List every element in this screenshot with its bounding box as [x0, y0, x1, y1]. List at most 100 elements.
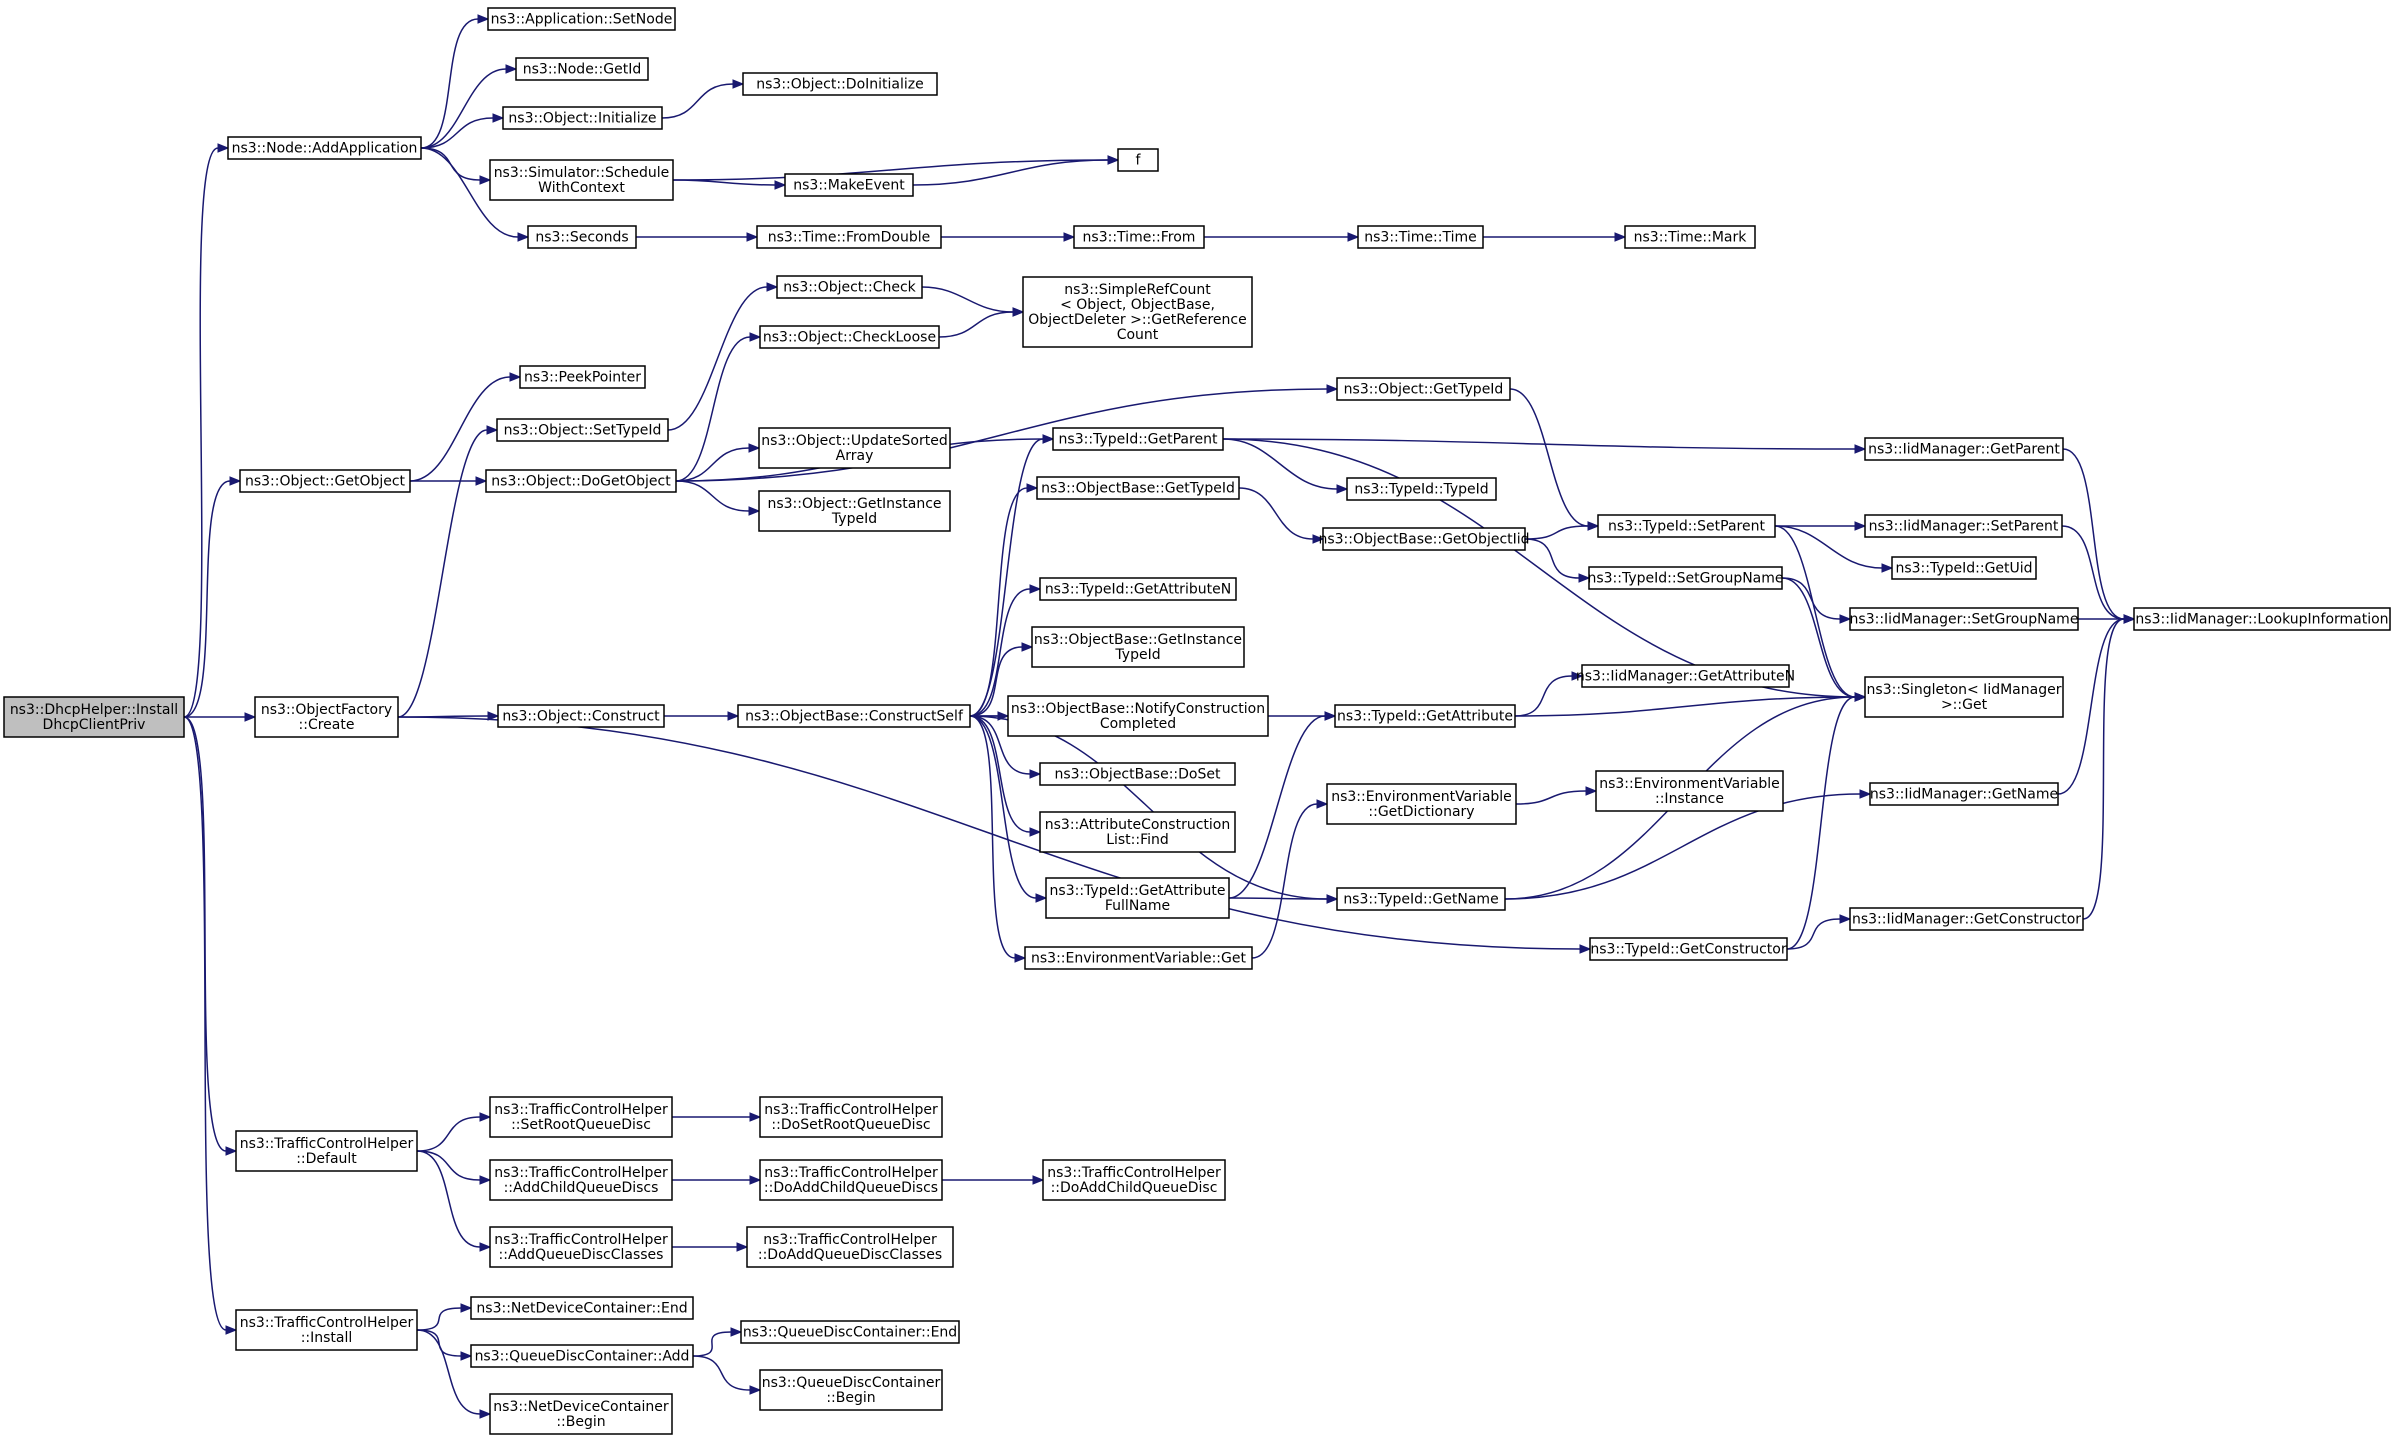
graph-node-timetime[interactable]: ns3::Time::Time	[1357, 225, 1484, 249]
graph-node-obdoset[interactable]: ns3::ObjectBase::DoSet	[1039, 762, 1236, 786]
graph-node-qdcend[interactable]: ns3::QueueDiscContainer::End	[740, 1320, 960, 1344]
graph-node-imgetctor[interactable]: ns3::IidManager::GetConstructor	[1849, 907, 2084, 931]
edge-tidgetctor-to-singleton	[1786, 696, 1856, 950]
graph-node-nodegetid[interactable]: ns3::Node::GetId	[515, 57, 649, 81]
graph-node-ndcbegin[interactable]: ns3::NetDeviceContainer::Begin	[489, 1393, 673, 1435]
arrowhead-tchaddclasses-to-tchdoaddclasses	[736, 1242, 749, 1252]
arrowhead-obgettid-to-obgetobjtid	[1312, 534, 1325, 544]
node-label: ns3::MakeEvent	[793, 178, 905, 194]
arrowhead-obgetobjtid-to-tidsetparent	[1587, 521, 1600, 531]
graph-node-ndcend[interactable]: ns3::NetDeviceContainer::End	[470, 1296, 694, 1320]
arrowhead-makeevent-to-f	[1107, 155, 1120, 165]
graph-node-imsetgroup[interactable]: ns3::IidManager::SetGroupName	[1849, 607, 2079, 631]
node-box	[1336, 887, 1506, 911]
graph-node-objgettid[interactable]: ns3::Object::GetTypeId	[1336, 377, 1511, 401]
graph-node-addapp[interactable]: ns3::Node::AddApplication	[227, 136, 422, 160]
edge-envget-to-envgetdict	[1251, 803, 1318, 959]
node-label: ns3::TypeId::GetUid	[1895, 561, 2032, 577]
graph-node-srcgetref[interactable]: ns3::SimpleRefCount< Object, ObjectBase,…	[1022, 276, 1253, 348]
node-label: ns3::TypeId::GetName	[1343, 892, 1498, 908]
graph-node-tidgetname[interactable]: ns3::TypeId::GetName	[1336, 887, 1506, 911]
graph-node-envinst[interactable]: ns3::EnvironmentVariable::Instance	[1595, 770, 1784, 812]
graph-node-objconstruct[interactable]: ns3::Object::Construct	[497, 704, 665, 728]
edge-tidsetparent-to-tidgetuid	[1774, 525, 1883, 569]
graph-node-tidgetuid[interactable]: ns3::TypeId::GetUid	[1891, 556, 2037, 580]
graph-node-settypeid[interactable]: ns3::Object::SetTypeId	[496, 418, 669, 442]
graph-node-tidgetparent[interactable]: ns3::TypeId::GetParent	[1052, 427, 1224, 451]
node-box	[1864, 676, 2064, 718]
graph-node-ofcreate[interactable]: ns3::ObjectFactory::Create	[254, 696, 399, 738]
graph-node-singleton[interactable]: ns3::Singleton< IidManager>::Get	[1864, 676, 2064, 718]
node-label: Array	[836, 448, 874, 464]
graph-node-timemark[interactable]: ns3::Time::Mark	[1624, 225, 1756, 249]
graph-node-tchaddchild[interactable]: ns3::TrafficControlHelper::AddChildQueue…	[489, 1159, 673, 1201]
graph-node-imgetparent[interactable]: ns3::IidManager::GetParent	[1864, 437, 2064, 461]
edge-imgetctor-to-imlookup	[2082, 618, 2125, 920]
graph-node-tidsetparent[interactable]: ns3::TypeId::SetParent	[1597, 514, 1776, 538]
graph-node-tidsetgroup[interactable]: ns3::TypeId::SetGroupName	[1587, 566, 1784, 590]
arrowhead-tchaddchild-to-tchdoaddchilds	[749, 1175, 762, 1185]
graph-node-objcheck[interactable]: ns3::Object::Check	[776, 275, 923, 299]
edge-tchdefault-to-tchaddchild	[416, 1150, 481, 1181]
graph-node-tchaddclasses[interactable]: ns3::TrafficControlHelper::AddQueueDiscC…	[489, 1226, 673, 1268]
graph-node-tidgetctor[interactable]: ns3::TypeId::GetConstructor	[1589, 937, 1788, 961]
graph-node-fromdouble[interactable]: ns3::Time::FromDouble	[756, 225, 942, 249]
graph-node-peekptr[interactable]: ns3::PeekPointer	[519, 365, 646, 389]
graph-node-obconstructself[interactable]: ns3::ObjectBase::ConstructSelf	[737, 704, 971, 728]
node-label: ::DoSetRootQueueDisc	[771, 1117, 930, 1133]
graph-node-timefrom[interactable]: ns3::Time::From	[1073, 225, 1205, 249]
graph-node-imgetattrn[interactable]: ns3::IidManager::GetAttributeN	[1576, 664, 1795, 688]
graph-node-tchdefault[interactable]: ns3::TrafficControlHelper::Default	[235, 1130, 418, 1172]
graph-node-qdcbegin[interactable]: ns3::QueueDiscContainer::Begin	[759, 1369, 943, 1411]
edge-obconstructself-to-acfind	[969, 715, 1031, 833]
node-box	[235, 1309, 418, 1351]
arrowhead-tidgetattrfull-to-tidgetattr	[1324, 711, 1337, 721]
graph-node-envget[interactable]: ns3::EnvironmentVariable::Get	[1024, 946, 1253, 970]
arrowhead-addapp-to-objinit	[492, 113, 505, 123]
graph-node-getobject[interactable]: ns3::Object::GetObject	[239, 469, 411, 493]
graph-node-envgetdict[interactable]: ns3::EnvironmentVariable::GetDictionary	[1326, 783, 1517, 825]
graph-node-f[interactable]: f	[1117, 148, 1159, 172]
graph-node-tchsetroot[interactable]: ns3::TrafficControlHelper::SetRootQueueD…	[489, 1096, 673, 1138]
graph-node-imgetname[interactable]: ns3::IidManager::GetName	[1869, 782, 2059, 806]
graph-node-objcheckloose[interactable]: ns3::Object::CheckLoose	[759, 325, 940, 349]
graph-node-tidgetattrn[interactable]: ns3::TypeId::GetAttributeN	[1039, 577, 1237, 601]
graph-node-qdcadd[interactable]: ns3::QueueDiscContainer::Add	[470, 1344, 694, 1368]
graph-node-imsetparent[interactable]: ns3::IidManager::SetParent	[1864, 514, 2063, 538]
graph-node-tidgetattr[interactable]: ns3::TypeId::GetAttribute	[1334, 704, 1516, 728]
node-box	[487, 7, 676, 31]
graph-node-dogetobject[interactable]: ns3::Object::DoGetObject	[485, 469, 677, 493]
graph-node-objinit[interactable]: ns3::Object::Initialize	[502, 106, 663, 130]
graph-node-appsetnode[interactable]: ns3::Application::SetNode	[487, 7, 676, 31]
node-box	[1891, 556, 2037, 580]
graph-node-tchinstall[interactable]: ns3::TrafficControlHelper::Install	[235, 1309, 418, 1351]
node-box	[470, 1344, 694, 1368]
edge-dogetobject-to-objgettid	[675, 388, 1328, 482]
graph-node-tchdosetroot[interactable]: ns3::TrafficControlHelper::DoSetRootQueu…	[759, 1096, 943, 1138]
graph-node-seconds[interactable]: ns3::Seconds	[527, 225, 637, 249]
graph-node-tchdoaddclasses[interactable]: ns3::TrafficControlHelper::DoAddQueueDis…	[746, 1226, 954, 1268]
graph-node-doinit[interactable]: ns3::Object::DoInitialize	[742, 72, 938, 96]
arrowhead-root-to-addapp	[217, 143, 230, 153]
node-label: WithContext	[538, 180, 625, 196]
node-box	[502, 106, 663, 130]
node-label: DhcpClientPriv	[43, 717, 146, 733]
graph-node-obnotify[interactable]: ns3::ObjectBase::NotifyConstructionCompl…	[1007, 695, 1269, 737]
edge-getobject-to-peekptr	[409, 376, 511, 482]
node-box	[1346, 477, 1497, 501]
graph-node-obgettid[interactable]: ns3::ObjectBase::GetTypeId	[1036, 476, 1240, 500]
graph-node-makeevent[interactable]: ns3::MakeEvent	[784, 173, 914, 197]
graph-node-obgetobjtid[interactable]: ns3::ObjectBase::GetObjectIid	[1318, 527, 1530, 551]
graph-node-tidtypeid[interactable]: ns3::TypeId::TypeId	[1346, 477, 1497, 501]
graph-node-imlookup[interactable]: ns3::IidManager::LookupInformation	[2133, 607, 2391, 631]
graph-node-tchdoaddchild[interactable]: ns3::TrafficControlHelper::DoAddChildQue…	[1042, 1159, 1226, 1201]
node-box	[1597, 514, 1776, 538]
graph-node-tchdoaddchilds[interactable]: ns3::TrafficControlHelper::DoAddChildQue…	[759, 1159, 943, 1201]
